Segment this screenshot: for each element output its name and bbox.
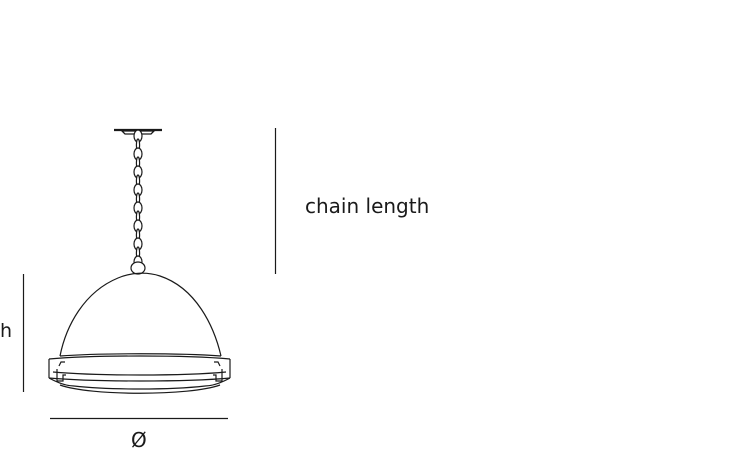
chain-length-label: chain length — [305, 194, 430, 218]
lamp-shade — [48, 272, 231, 394]
height-label: h — [0, 320, 13, 342]
chain — [130, 129, 146, 275]
chain-ring — [130, 261, 146, 275]
diameter-label: Ø — [131, 428, 147, 452]
dimension-lines — [22, 128, 277, 420]
